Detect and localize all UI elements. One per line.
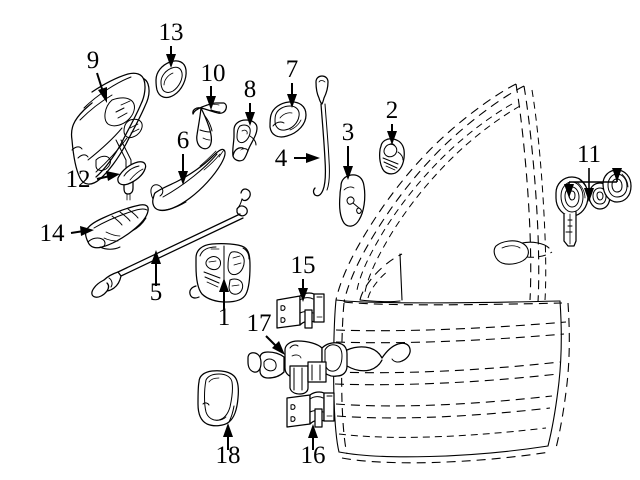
callout-label-12: 12 bbox=[66, 166, 91, 193]
callout-label-14: 14 bbox=[40, 220, 66, 247]
part-18-striker-cover bbox=[197, 370, 239, 427]
part-14-interior-handle-bezel bbox=[84, 204, 149, 250]
part-10-lock-lever bbox=[192, 102, 228, 150]
part-13-handle-cap bbox=[155, 60, 187, 99]
part-5-control-rod bbox=[91, 188, 251, 298]
callout-label-5: 5 bbox=[150, 279, 163, 306]
part-6-exterior-door-handle bbox=[150, 148, 226, 212]
callout-label-15: 15 bbox=[291, 252, 316, 279]
callout-label-7: 7 bbox=[286, 56, 299, 83]
part-16-lower-door-hinge bbox=[286, 391, 335, 428]
callout-label-17: 17 bbox=[247, 310, 272, 337]
callout-label-8: 8 bbox=[244, 76, 257, 103]
callout-label-11: 11 bbox=[577, 141, 601, 168]
callout-label-18: 18 bbox=[216, 442, 241, 469]
part-12-handle-trim-clip bbox=[117, 161, 147, 186]
callout-label-13: 13 bbox=[159, 19, 184, 46]
part-3-lock-cylinder-cover bbox=[339, 174, 366, 227]
callout-label-3: 3 bbox=[342, 119, 355, 146]
part-4-lock-rod bbox=[312, 75, 330, 197]
callout-labels: 1 2 3 4 5 6 7 8 9 10 11 12 13 14 15 16 1… bbox=[40, 19, 602, 469]
callout-label-10: 10 bbox=[201, 60, 226, 87]
callout-label-2: 2 bbox=[386, 97, 399, 124]
callout-label-6: 6 bbox=[177, 127, 190, 154]
callout-label-9: 9 bbox=[87, 47, 100, 74]
part-8-handle-bracket bbox=[232, 119, 258, 162]
part-9-handle-base-carrier bbox=[70, 72, 150, 201]
callout-label-16: 16 bbox=[301, 442, 326, 469]
part-1-door-latch-assembly bbox=[189, 243, 251, 303]
callout-leaders bbox=[70, 46, 622, 450]
callout-label-4: 4 bbox=[275, 145, 288, 172]
part-2-lock-actuator-bracket bbox=[379, 138, 405, 175]
part-17-door-check-strap bbox=[247, 340, 411, 395]
front-door-shell bbox=[333, 83, 570, 464]
callout-label-1: 1 bbox=[218, 304, 231, 331]
part-7-handle-end-cap bbox=[269, 101, 307, 138]
part-15-upper-door-hinge bbox=[276, 292, 325, 329]
